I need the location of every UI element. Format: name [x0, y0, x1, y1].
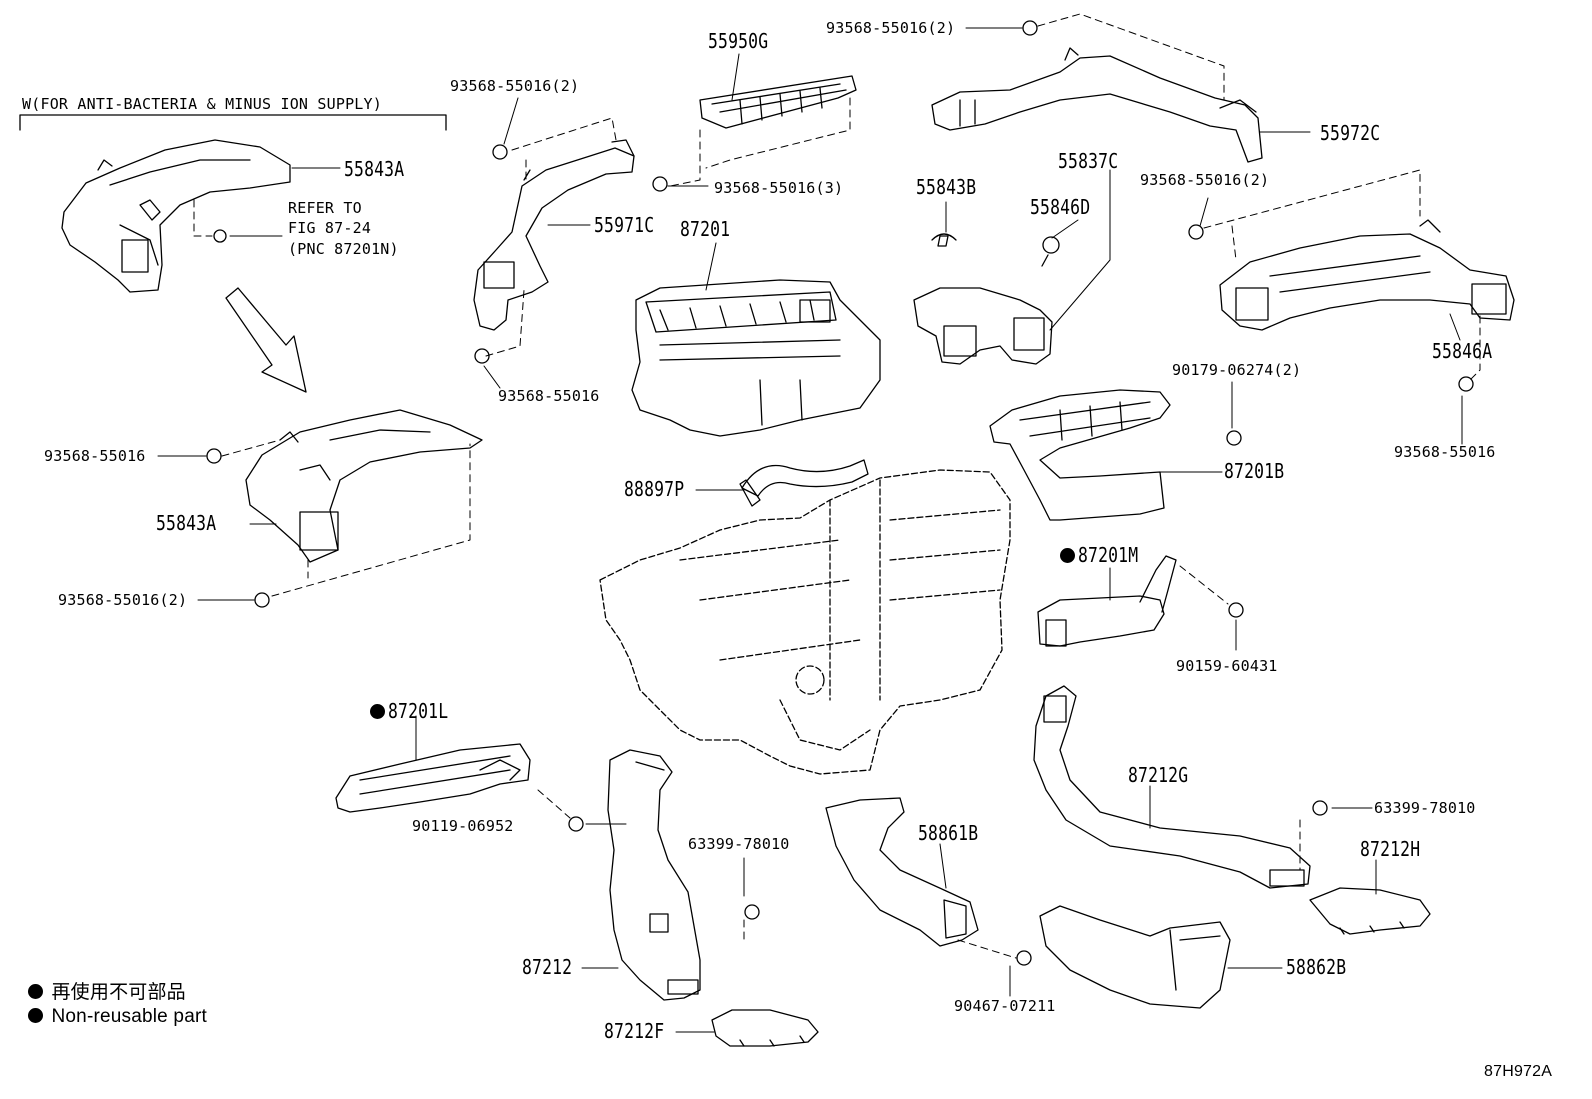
duct-55843A-top [61, 139, 291, 293]
part-label-90467[interactable]: 90467-07211 [954, 997, 1056, 1015]
figure-id: 87H972A [1484, 1063, 1553, 1080]
part-label-55843B[interactable]: 55843B [916, 175, 977, 199]
part-label-93568-right[interactable]: 93568-55016(2) [1140, 171, 1270, 189]
legend-en-text: Non-reusable part [51, 1006, 207, 1027]
part-label-90119[interactable]: 90119-06952 [412, 817, 514, 835]
part-label-63399-right[interactable]: 63399-78010 [1374, 799, 1476, 817]
refer-note-line2: FIG 87-24 [288, 219, 372, 237]
part-label-55843A-bottom[interactable]: 55843A [156, 511, 217, 535]
sensor-87201M [1037, 555, 1177, 647]
duct-87201B [989, 389, 1171, 521]
part-label-55950G[interactable]: 55950G [708, 29, 769, 53]
part-label-93568-top-b[interactable]: 93568-55016(2) [450, 77, 580, 95]
non-reusable-dot-icon [28, 984, 43, 999]
duct-55971C [473, 139, 635, 331]
variant-bracket [19, 114, 447, 131]
part-label-93568-top-a[interactable]: 93568-55016(2) [826, 19, 956, 37]
part-label-93568-3[interactable]: 93568-55016(3) [714, 179, 844, 197]
arrow-icon [225, 287, 307, 393]
part-label-87212[interactable]: 87212 [522, 955, 573, 979]
part-label-55846D[interactable]: 55846D [1030, 195, 1091, 219]
duct-58862B [1039, 905, 1231, 1009]
non-reusable-dot-icon [1060, 548, 1075, 563]
non-reusable-dot-icon [28, 1008, 43, 1023]
legend-jp-text: 再使用不可部品 [51, 982, 186, 1003]
part-label-87201[interactable]: 87201 [680, 217, 731, 241]
part-label-87212F[interactable]: 87212F [604, 1019, 665, 1043]
part-label-55971C[interactable]: 55971C [594, 213, 655, 237]
part-label-58861B[interactable]: 58861B [918, 821, 979, 845]
part-label-55843A-top[interactable]: 55843A [344, 157, 405, 181]
part-label-87201B[interactable]: 87201B [1224, 459, 1285, 483]
leader-lines [157, 27, 1463, 1033]
part-label-58862B[interactable]: 58862B [1286, 955, 1347, 979]
assembly-dashed-lines [193, 13, 1481, 959]
part-label-87201L-wrap: 87201L [370, 700, 461, 722]
part-label-55837C-wrap: 55837C [1058, 150, 1131, 172]
part-label-87212G[interactable]: 87212G [1128, 763, 1189, 787]
non-reusable-dot-icon [370, 704, 385, 719]
part-label-93568-left[interactable]: 93568-55016 [44, 447, 146, 465]
fastener-icons [206, 20, 1474, 966]
duct-87212H [1309, 887, 1431, 935]
duct-87201L [335, 743, 531, 813]
register-55837C [913, 233, 1060, 365]
part-label-93568-right-single[interactable]: 93568-55016 [1394, 443, 1496, 461]
part-label-87201M-wrap: 87201M [1060, 544, 1151, 566]
part-label-90179[interactable]: 90179-06274(2) [1172, 361, 1302, 379]
legend-jp: 再使用不可部品 [28, 982, 186, 1003]
part-label-87212H[interactable]: 87212H [1360, 837, 1421, 861]
part-label-93568-mid[interactable]: 93568-55016 [498, 387, 600, 405]
duct-55843A-bottom [245, 409, 483, 563]
duct-55972C [931, 47, 1263, 163]
duct-87212G [1033, 685, 1311, 889]
housing-87201 [631, 279, 881, 437]
part-label-88897P[interactable]: 88897P [624, 477, 685, 501]
part-label-55972C[interactable]: 55972C [1320, 121, 1381, 145]
part-label-90159[interactable]: 90159-60431 [1176, 657, 1278, 675]
legend-en: Non-reusable part [28, 1006, 207, 1027]
hose-88897P [739, 459, 869, 507]
refer-note-line3: (PNC 87201N) [288, 240, 399, 258]
refer-note-line1: REFER TO [288, 199, 362, 217]
hvac-unit [599, 469, 1011, 775]
variant-note: W(FOR ANTI-BACTERIA & MINUS ION SUPPLY) [22, 95, 382, 113]
part-label-63399-mid[interactable]: 63399-78010 [688, 835, 790, 853]
duct-58861B [825, 797, 979, 947]
part-label-55846A[interactable]: 55846A [1432, 339, 1493, 363]
duct-87212F [711, 1009, 819, 1047]
part-label-87201L[interactable]: 87201L [388, 699, 449, 723]
register-55846A [1219, 219, 1515, 331]
part-label-55837C[interactable]: 55837C [1058, 149, 1119, 173]
duct-87212 [607, 749, 701, 1001]
grille-55950G [699, 75, 857, 129]
part-label-87201M[interactable]: 87201M [1078, 543, 1139, 567]
part-label-93568-left2[interactable]: 93568-55016(2) [58, 591, 188, 609]
